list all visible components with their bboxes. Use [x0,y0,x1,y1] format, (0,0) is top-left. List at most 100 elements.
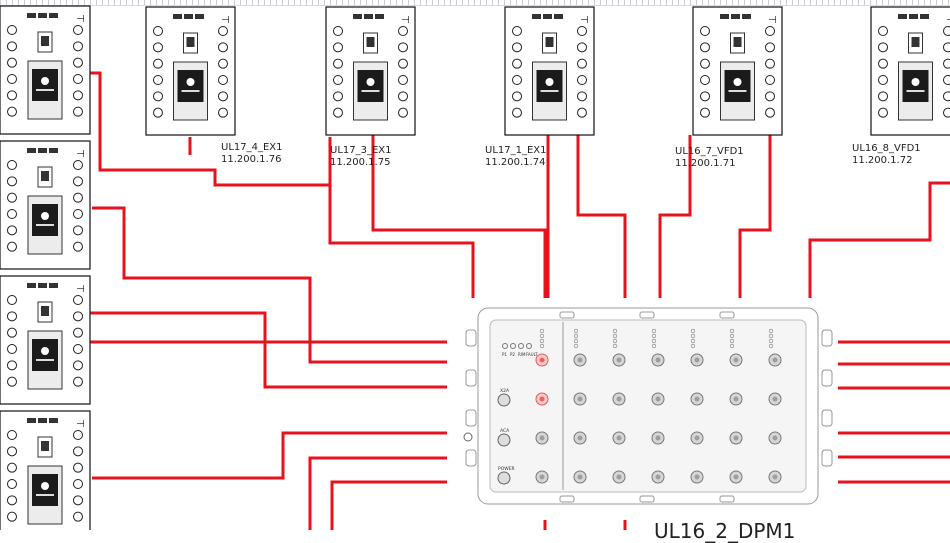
connector-pin [578,397,583,402]
module-logo [367,78,375,86]
connector-pin [540,397,545,402]
dpm-panel [490,320,806,492]
device-ip: 11.200.1.71 [675,158,744,170]
wire-9 [740,135,770,298]
io-device-left-1: ⊣ [0,6,90,134]
ground-icon: ⊣ [580,15,589,26]
connector-pin [656,475,661,480]
connector-pin [734,475,739,480]
module-logo [187,78,195,86]
header-glyph [49,283,58,288]
left-connector [498,472,510,484]
sub-module-core [41,171,49,181]
mount-tab [640,312,654,318]
connector-pin [656,358,661,363]
header-glyph [920,14,929,19]
module-logo [546,78,554,86]
port-label: ACA [500,428,510,434]
connector-pin [773,397,778,402]
connector-pin [773,475,778,480]
module-brand [36,89,54,91]
mount-ear [466,370,476,386]
connector-pin [578,358,583,363]
module-brand [729,90,747,92]
device-label-ul17-1: UL17_1_EX1 11.200.1.74 [485,145,547,169]
header-glyph [27,148,36,153]
connector-pin [617,436,622,441]
status-label: RIM [518,352,526,357]
device-label-ul17-3: UL17_3_EX1 11.200.1.75 [330,145,392,169]
device-name: UL16_8_VFD1 [852,143,921,155]
mount-ear [466,330,476,346]
port-label: X2A [500,388,510,394]
connector-pin [578,436,583,441]
ground-icon: ⊣ [76,419,85,430]
header-glyph [364,14,373,19]
mount-ear [466,410,476,426]
module-brand [182,90,200,92]
connector-pin [695,397,700,402]
mount-tab [560,312,574,318]
device-ip: 11.200.1.74 [485,157,547,169]
mount-tab [720,312,734,318]
module-brand [907,90,925,92]
module-logo [912,78,920,86]
dpm-title: UL16_2_DPM1 [654,519,795,543]
header-glyph [720,14,729,19]
header-glyph [173,14,182,19]
header-glyph [731,14,740,19]
connector-pin [617,397,622,402]
wire-14 [92,433,447,478]
io-device-left-2: ⊣ [0,141,90,269]
connector-pin [540,436,545,441]
ground-icon: ⊣ [76,149,85,160]
mount-ear [466,450,476,466]
ground-icon: ⊣ [76,284,85,295]
device-name: UL16_7_VFD1 [675,146,744,158]
sub-module-core [41,441,49,451]
module-logo [734,78,742,86]
sub-module-core [734,37,742,47]
ground-icon: ⊣ [946,15,950,26]
header-glyph [38,283,47,288]
module-logo [41,482,49,490]
ground-icon: ⊣ [221,15,230,26]
left-connector [498,434,510,446]
header-glyph [353,14,362,19]
connector-pin [734,397,739,402]
sub-module-core [41,306,49,316]
header-glyph [49,148,58,153]
device-name: UL17_3_EX1 [330,145,392,157]
left-connector [498,394,510,406]
connector-pin [617,475,622,480]
header-glyph [38,13,47,18]
sub-module-core [187,37,195,47]
sub-module-core [367,37,375,47]
connector-pin [773,436,778,441]
module-brand [36,359,54,361]
connector-pin [695,475,700,480]
wire-7 [578,135,625,298]
connector-pin [540,358,545,363]
module-brand [541,90,559,92]
connector-pin [578,475,583,480]
header-glyph [543,14,552,19]
connector-pin [656,397,661,402]
mount-tab [560,496,574,502]
module-logo [41,77,49,85]
ground-terminal [464,433,472,441]
status-label: FAULT [526,352,538,357]
ground-icon: ⊣ [768,15,777,26]
mount-tab [640,496,654,502]
sub-module-core [546,37,554,47]
header-glyph [49,13,58,18]
io-device-ul16-7: ⊣ [693,7,782,135]
io-device-left-3: ⊣ [0,276,90,404]
header-glyph [38,418,47,423]
connector-pin [773,358,778,363]
header-glyph [195,14,204,19]
connector-pin [540,475,545,480]
header-glyph [27,418,36,423]
